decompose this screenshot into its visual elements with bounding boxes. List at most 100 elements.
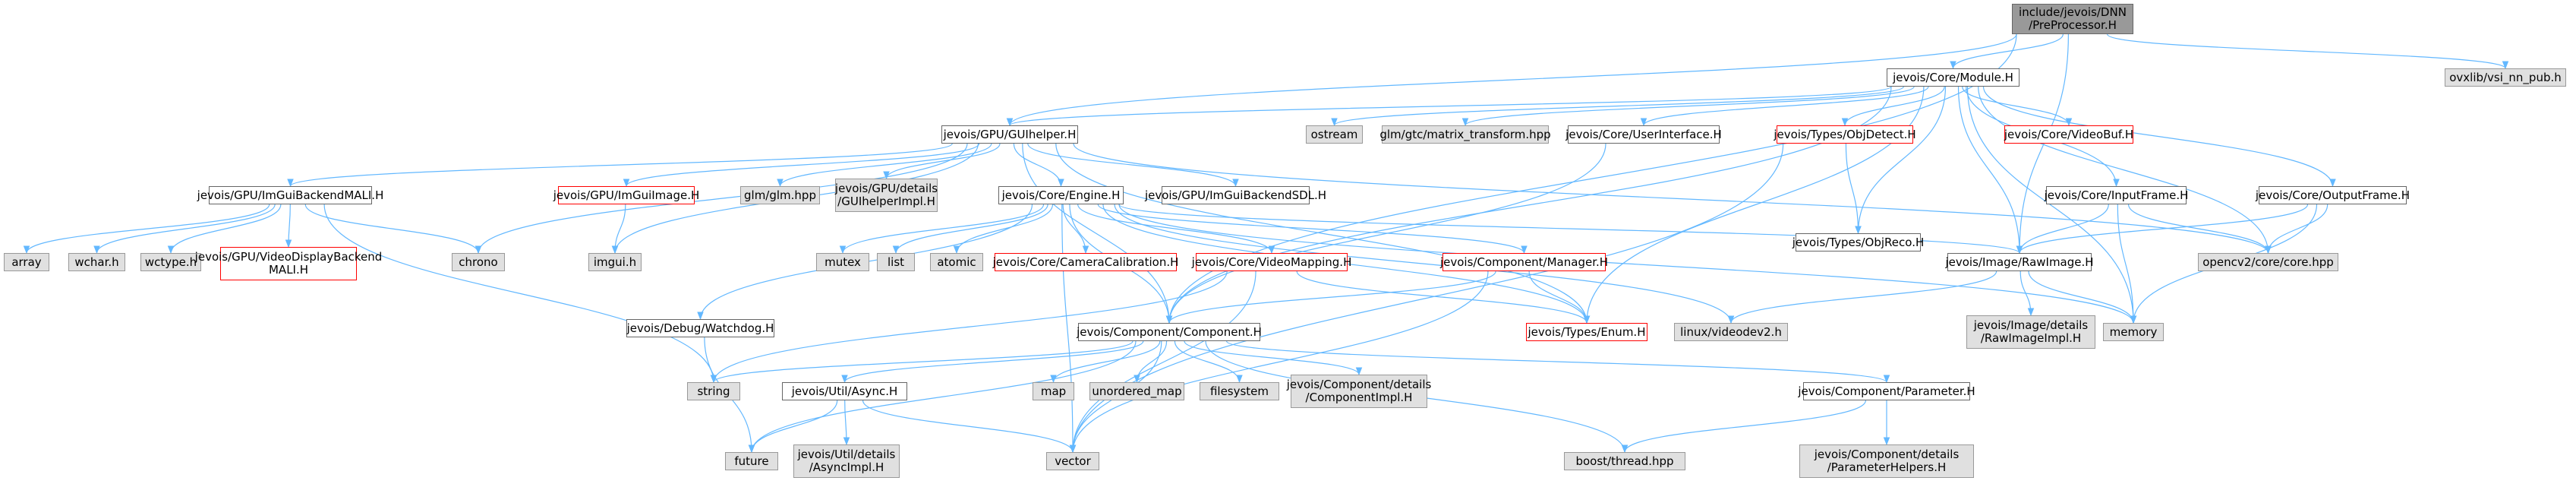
edge-rawimage-to-memory xyxy=(2028,270,2137,324)
node-label-glmgtc: glm/gtc/matrix_transform.hpp xyxy=(1379,127,1551,141)
node-label-vector: vector xyxy=(1055,454,1091,468)
edge-module-to-rawimage xyxy=(1957,86,2023,255)
node-opencvcore[interactable]: opencv2/core/core.hpp xyxy=(2198,253,2338,271)
node-glmgtc[interactable]: glm/gtc/matrix_transform.hpp xyxy=(1379,125,1551,144)
edge-engine-to-atomic xyxy=(953,204,1054,255)
edge-manager-to-component xyxy=(1165,270,1496,324)
node-wchar[interactable]: wchar.h xyxy=(68,253,125,271)
node-watchdog[interactable]: jevois/Debug/Watchdog.H xyxy=(626,319,774,337)
node-engine[interactable]: jevois/Core/Engine.H xyxy=(998,186,1124,204)
edge-module-to-guihelper xyxy=(1007,86,1892,127)
edge-videomapping-to-enum xyxy=(1296,270,1591,324)
node-string[interactable]: string xyxy=(687,382,740,400)
node-label-unorderedmap: unordered_map xyxy=(1092,384,1182,398)
node-wctype[interactable]: wctype.h xyxy=(140,253,201,271)
edge-guihelper-to-imguibackendsdl xyxy=(1027,143,1239,188)
node-atomic[interactable]: atomic xyxy=(930,253,983,271)
dependency-edges xyxy=(23,33,2509,454)
node-mutex[interactable]: mutex xyxy=(816,253,869,271)
node-label-videomapping: jevois/Core/VideoMapping.H xyxy=(1191,255,1352,269)
node-enum[interactable]: jevois/Types/Enum.H xyxy=(1526,323,1647,341)
node-label-string: string xyxy=(697,384,730,398)
node-imguibackendmali[interactable]: jevois/GPU/ImGuiBackendMALI.H xyxy=(197,186,383,204)
node-objreco[interactable]: jevois/Types/ObjReco.H xyxy=(1792,233,1924,251)
edge-imguibackendmali-to-wchar xyxy=(93,204,276,255)
node-vsi[interactable]: ovxlib/vsi_nn_pub.h xyxy=(2445,68,2566,87)
node-map[interactable]: map xyxy=(1033,382,1074,400)
edge-component-to-filesystem xyxy=(1174,340,1243,384)
node-label-cameracalib: jevois/Core/CameraCalibration.H xyxy=(992,255,1179,269)
node-root[interactable]: include/jevois/DNN /PreProcessor.H xyxy=(2012,4,2133,34)
edge-engine-to-videomapping xyxy=(1077,204,1275,255)
edge-outputframe-to-rawimage xyxy=(2016,204,2309,255)
node-future[interactable]: future xyxy=(725,452,778,470)
node-chrono[interactable]: chrono xyxy=(452,253,505,271)
node-label-inputframe: jevois/Core/InputFrame.H xyxy=(2044,188,2189,202)
node-componentimpl[interactable]: jevois/Component/details /ComponentImpl.… xyxy=(1287,375,1431,408)
node-asyncimpl[interactable]: jevois/Util/details /AsyncImpl.H xyxy=(793,444,900,478)
node-videomapping[interactable]: jevois/Core/VideoMapping.H xyxy=(1192,253,1351,271)
node-label-boostthread: boost/thread.hpp xyxy=(1575,454,1674,468)
node-videodisplaymali[interactable]: jevois/GPU/VideoDisplayBackend MALI.H xyxy=(195,247,382,280)
edge-component-to-unorderedmap xyxy=(1134,340,1168,384)
node-imguiimage[interactable]: jevois/GPU/ImGuiImage.H xyxy=(553,186,699,204)
node-outputframe[interactable]: jevois/Core/OutputFrame.H xyxy=(2256,186,2410,204)
node-manager[interactable]: jevois/Component/Manager.H xyxy=(1440,253,1608,271)
edge-engine-to-vector xyxy=(1061,204,1077,454)
node-boostthread[interactable]: boost/thread.hpp xyxy=(1564,452,1685,470)
node-imguibackendsdl[interactable]: jevois/GPU/ImGuiBackendSDL.H xyxy=(1145,186,1326,204)
node-ostream[interactable]: ostream xyxy=(1306,125,1363,144)
node-label-component: jevois/Component/Component.H xyxy=(1077,324,1262,339)
node-label-rawimageimpl: jevois/Image/details /RawImageImpl.H xyxy=(1973,318,2089,345)
edge-engine-to-list xyxy=(892,204,1048,255)
edge-module-to-objdetect xyxy=(1841,86,1945,127)
node-label-imgui: imgui.h xyxy=(593,255,637,269)
node-label-memory: memory xyxy=(2109,324,2158,339)
edge-engine-to-rawimage xyxy=(1118,204,2023,255)
node-async[interactable]: jevois/Util/Async.H xyxy=(782,382,907,400)
edge-module-to-enum xyxy=(1583,86,1925,324)
node-cameracalib[interactable]: jevois/Core/CameraCalibration.H xyxy=(992,253,1179,271)
node-list[interactable]: list xyxy=(877,253,915,271)
node-guihelperimpl[interactable]: jevois/GPU/details /GUIhelperImpl.H xyxy=(835,179,938,212)
node-glm[interactable]: glm/glm.hpp xyxy=(740,186,820,204)
node-inputframe[interactable]: jevois/Core/InputFrame.H xyxy=(2044,186,2189,204)
node-guihelper[interactable]: jevois/GPU/GUIhelper.H xyxy=(941,125,1078,144)
edge-imguibackendmali-to-chrono xyxy=(304,204,482,255)
edge-component-to-componentimpl xyxy=(1184,340,1363,376)
node-label-filesystem: filesystem xyxy=(1209,384,1269,398)
node-rawimage[interactable]: jevois/Image/RawImage.H xyxy=(1945,253,2094,271)
node-objdetect[interactable]: jevois/Types/ObjDetect.H xyxy=(1774,125,1916,144)
node-parameterhelpers[interactable]: jevois/Component/details /ParameterHelpe… xyxy=(1799,444,1974,478)
node-component[interactable]: jevois/Component/Component.H xyxy=(1077,323,1262,341)
node-array[interactable]: array xyxy=(4,253,49,271)
node-vector[interactable]: vector xyxy=(1046,452,1099,470)
node-filesystem[interactable]: filesystem xyxy=(1200,382,1279,400)
node-userinterface[interactable]: jevois/Core/UserInterface.H xyxy=(1565,125,1722,144)
edge-guihelper-to-engine xyxy=(1013,143,1064,188)
edge-component-to-parameter xyxy=(1226,340,1890,384)
edge-guihelper-to-glm xyxy=(777,143,992,188)
node-videodev2[interactable]: linux/videodev2.h xyxy=(1674,323,1788,341)
node-label-videodev2: linux/videodev2.h xyxy=(1680,324,1782,339)
node-label-objreco: jevois/Types/ObjReco.H xyxy=(1792,235,1925,249)
node-unorderedmap[interactable]: unordered_map xyxy=(1089,382,1184,400)
node-label-guihelper: jevois/GPU/GUIhelper.H xyxy=(943,127,1077,141)
node-module[interactable]: jevois/Core/Module.H xyxy=(1887,68,2019,87)
edge-root-to-rawimage xyxy=(2016,33,2069,255)
node-parameter[interactable]: jevois/Component/Parameter.H xyxy=(1798,382,1975,400)
edge-guihelper-to-chrono xyxy=(475,143,968,255)
node-imgui[interactable]: imgui.h xyxy=(588,253,642,271)
node-videobuf[interactable]: jevois/Core/VideoBuf.H xyxy=(2004,125,2133,144)
edge-videomapping-to-vector xyxy=(1069,270,1256,454)
node-memory[interactable]: memory xyxy=(2103,323,2164,341)
edge-root-to-guihelper xyxy=(1006,33,2017,127)
edge-component-to-map xyxy=(1050,340,1161,384)
edge-imguibackendmali-to-wctype xyxy=(167,204,282,255)
edge-engine-to-manager xyxy=(1097,204,1528,255)
edge-component-to-string xyxy=(710,340,1134,384)
node-label-vsi: ovxlib/vsi_nn_pub.h xyxy=(2449,70,2562,84)
node-label-mutex: mutex xyxy=(825,255,861,269)
node-rawimageimpl[interactable]: jevois/Image/details /RawImageImpl.H xyxy=(1966,315,2095,349)
edge-guihelper-to-imguiimage xyxy=(623,143,980,188)
